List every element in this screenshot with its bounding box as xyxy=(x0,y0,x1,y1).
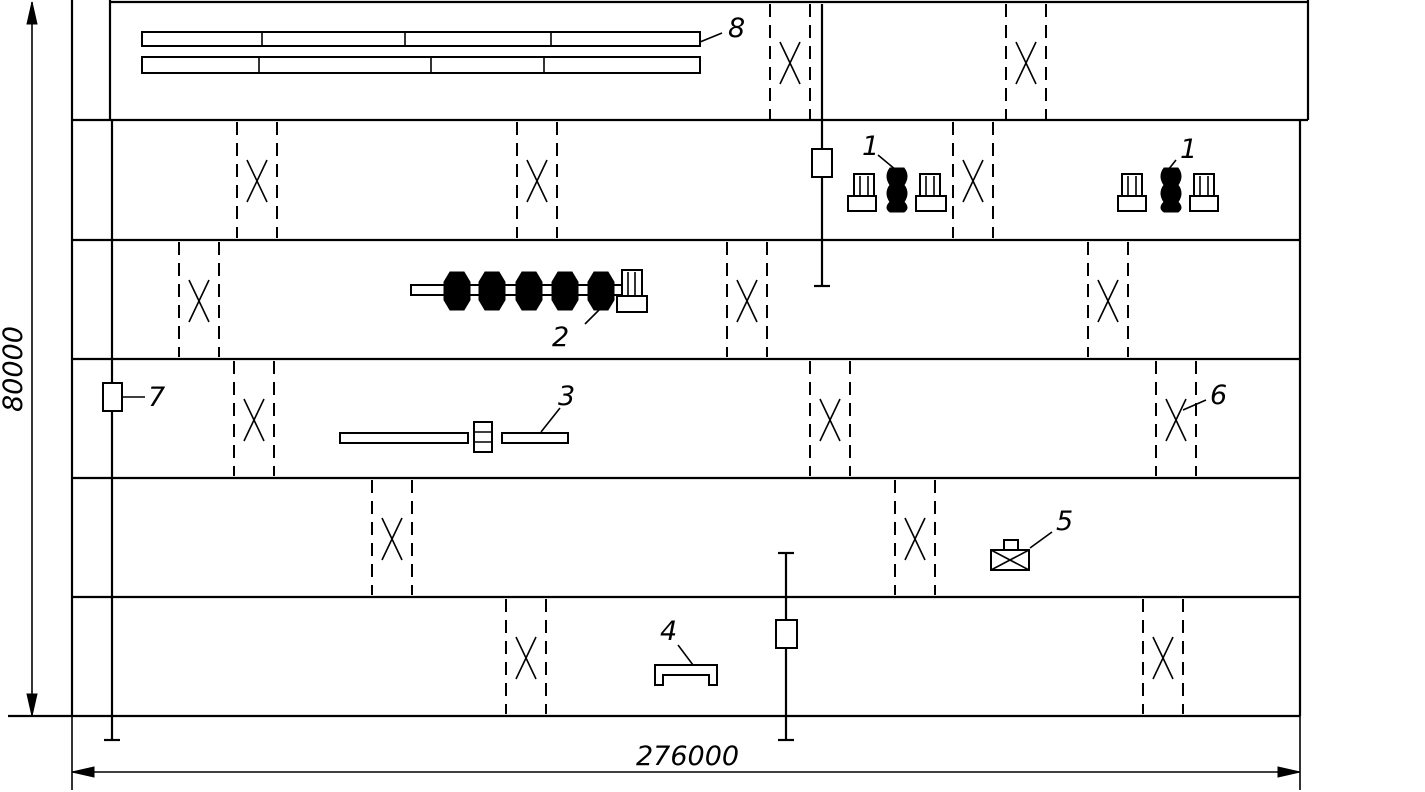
crossing xyxy=(178,242,220,357)
callout-4: 4 xyxy=(660,616,677,647)
transfer-track-left xyxy=(104,120,120,742)
trolley-left xyxy=(102,382,145,412)
callout-6: 6 xyxy=(1210,380,1227,411)
machine-group-right xyxy=(1117,159,1219,213)
callout-1-right: 1 xyxy=(1180,134,1197,165)
frame xyxy=(8,0,1310,718)
transfer-track-upper xyxy=(811,4,833,288)
crossing xyxy=(769,4,811,120)
callout-2: 2 xyxy=(552,322,569,353)
crossing xyxy=(1155,361,1197,476)
dimension-height: 80000 xyxy=(0,1,38,717)
width-dimension-label: 276000 xyxy=(636,741,739,772)
crossings xyxy=(178,4,1197,714)
trolley-lower xyxy=(775,619,798,649)
transfer-track-lower xyxy=(775,551,798,742)
trolley-upper xyxy=(811,148,833,178)
height-dimension-label: 80000 xyxy=(0,326,29,412)
channel-fixture xyxy=(654,644,718,686)
callout-5: 5 xyxy=(1056,506,1073,537)
crossing xyxy=(894,480,936,595)
equipment-unit xyxy=(990,531,1053,571)
crossing xyxy=(726,242,768,357)
crossing xyxy=(1142,599,1184,714)
machine-group-left xyxy=(847,154,947,213)
callout-7: 7 xyxy=(148,382,165,413)
production-line xyxy=(410,269,648,325)
callout-6-leader xyxy=(1182,399,1207,411)
crossing xyxy=(809,361,851,476)
crossing xyxy=(1087,242,1129,357)
crossing xyxy=(1005,4,1047,120)
crossing xyxy=(516,122,558,238)
callout-1-left: 1 xyxy=(862,131,879,162)
crossing xyxy=(233,361,275,476)
crossing xyxy=(236,122,278,238)
crossing xyxy=(505,599,547,714)
callout-3: 3 xyxy=(558,381,575,412)
crossing xyxy=(371,480,413,595)
conveyor-line xyxy=(339,407,569,453)
storage-racks xyxy=(141,31,723,74)
crossing xyxy=(952,122,994,238)
dimension-width: 276000 xyxy=(71,716,1301,790)
callout-8: 8 xyxy=(728,13,745,44)
